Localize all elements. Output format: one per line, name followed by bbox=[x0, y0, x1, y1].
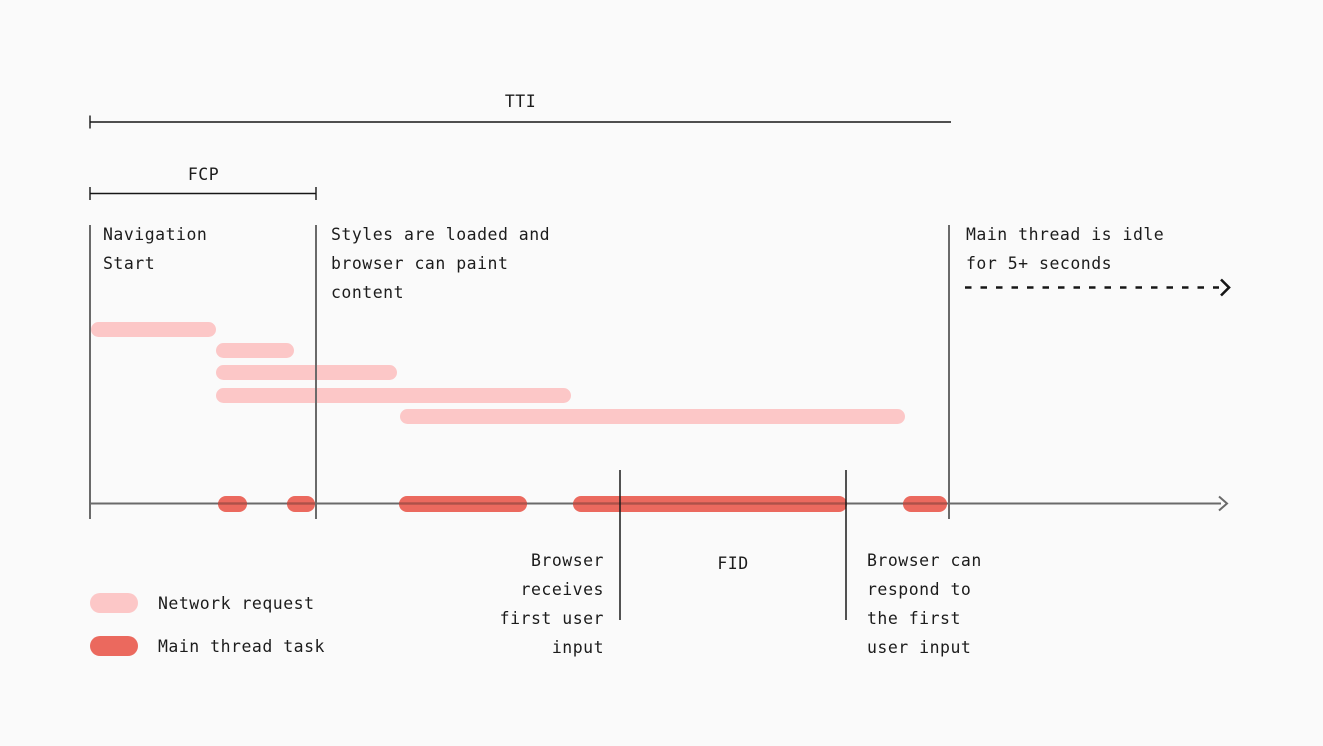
network-request-bar bbox=[91, 322, 216, 337]
network-request-bar bbox=[216, 343, 294, 358]
task-axis-stripe bbox=[399, 502, 527, 505]
browser-responds-input-label: Browser can respond to the first user in… bbox=[867, 551, 982, 657]
network-request-bar bbox=[216, 365, 397, 380]
network-request-bars bbox=[91, 322, 905, 424]
time-axis-arrowhead-icon bbox=[1218, 495, 1229, 512]
task-axis-stripes bbox=[218, 502, 947, 505]
main-thread-task-swatch bbox=[90, 636, 138, 656]
legend-item-network-request: Network request bbox=[90, 593, 315, 613]
navigation-start-label: Navigation Start bbox=[103, 225, 208, 273]
network-request-swatch bbox=[90, 593, 138, 613]
fid-label: FID bbox=[717, 554, 749, 573]
browser-receives-input-label: Browser receives first user input bbox=[499, 551, 604, 657]
legend-network-label: Network request bbox=[158, 593, 315, 613]
tti-label: TTI bbox=[504, 92, 537, 111]
task-axis-stripe bbox=[903, 502, 947, 505]
task-axis-stripe bbox=[573, 502, 847, 505]
network-request-bar bbox=[216, 388, 571, 403]
task-axis-stripe bbox=[287, 502, 315, 505]
styles-loaded-label: Styles are loaded and browser can paint … bbox=[331, 225, 551, 302]
idle-arrowhead-icon bbox=[1220, 278, 1231, 297]
fcp-label: FCP bbox=[187, 165, 220, 184]
main-thread-idle-label: Main thread is idle for 5+ seconds bbox=[966, 225, 1165, 273]
legend-task-label: Main thread task bbox=[158, 636, 325, 656]
network-request-bar bbox=[400, 409, 905, 424]
task-axis-stripe bbox=[218, 502, 247, 505]
legend-item-main-thread-task: Main thread task bbox=[90, 636, 325, 656]
